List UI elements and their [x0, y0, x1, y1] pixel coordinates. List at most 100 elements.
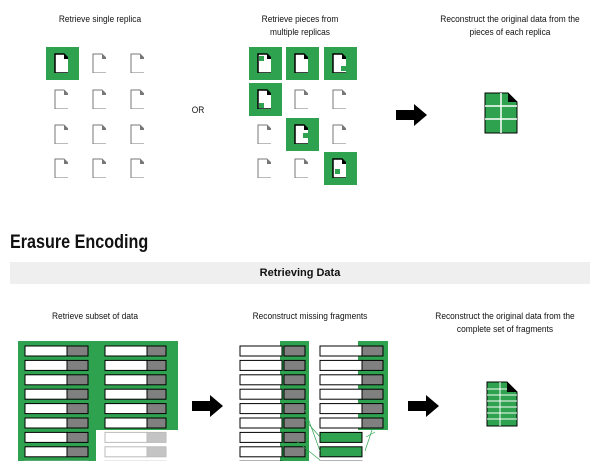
data-fragment: [319, 374, 363, 386]
parity-fragment: [146, 374, 167, 386]
parity-fragment: [146, 403, 167, 415]
file-icon: [294, 89, 308, 109]
parity-fragment: [283, 446, 306, 458]
parity-fragment: [283, 374, 306, 386]
parity-fragment: [146, 417, 167, 429]
data-fragment: [24, 446, 68, 458]
file-icon: [294, 158, 308, 178]
data-fragment: [24, 388, 68, 400]
parity-fragment: [283, 359, 306, 371]
file-icon: [332, 89, 346, 109]
file-icon: [130, 124, 144, 144]
parity-fragment: [146, 431, 167, 443]
data-fragment: [239, 359, 283, 371]
data-fragment: [24, 359, 68, 371]
file-icon: [92, 124, 106, 144]
parity-fragment: [361, 345, 384, 357]
section-title: Retrieving Data: [259, 267, 341, 279]
parity-fragment: [361, 388, 384, 400]
file-icon: [332, 53, 346, 73]
reconstructed-fragment: [319, 446, 363, 458]
section-bar: Retrieving Data: [10, 262, 590, 284]
file-icon: [294, 53, 308, 73]
data-fragment: [104, 446, 148, 458]
data-fragment: [24, 431, 68, 443]
reconstruction-link: [304, 419, 321, 438]
parity-fragment: [66, 374, 89, 386]
parity-fragment: [146, 388, 167, 400]
parity-fragment: [361, 374, 384, 386]
file-icon: [54, 89, 68, 109]
parity-fragment: [361, 359, 384, 371]
reconstruction-link: [365, 431, 376, 438]
reconstruction-link: [294, 439, 321, 461]
reconstructed-data-icon: [486, 381, 518, 427]
retrieved-subset-highlight: [18, 341, 178, 461]
parity-fragment: [66, 446, 89, 458]
file-icon: [257, 158, 271, 178]
reconstruct-replica-label: Reconstruct the original data from the p…: [440, 14, 580, 38]
parity-fragment: [146, 359, 167, 371]
reconstructed-document-icon: [484, 92, 518, 134]
pieces-label: Retrieve pieces from multiple replicas: [261, 14, 339, 38]
parity-fragment: [66, 345, 89, 357]
parity-highlight: [280, 341, 309, 461]
data-fragment: [239, 345, 283, 357]
or-label: OR: [191, 105, 205, 116]
parity-fragment: [283, 417, 306, 429]
reconstruction-link: [304, 409, 321, 452]
data-fragment: [104, 403, 148, 415]
data-fragment: [24, 403, 68, 415]
missing-label: Reconstruct missing fragments: [252, 311, 368, 322]
data-fragment: [239, 403, 283, 415]
data-fragment: [104, 431, 148, 443]
file-icon: [257, 53, 271, 73]
data-fragment: [319, 403, 363, 415]
parity-fragment: [283, 403, 306, 415]
data-fragment: [319, 417, 363, 429]
single-replica-label: Retrieve single replica: [58, 14, 142, 25]
erasure-encoding-heading: Erasure Encoding: [10, 232, 149, 253]
file-icon: [54, 53, 68, 73]
file-icon: [332, 158, 346, 178]
file-icon: [92, 158, 106, 178]
reconstructed-fragment: [319, 431, 363, 443]
data-fragment: [319, 359, 363, 371]
data-fragment: [239, 417, 283, 429]
parity-fragment: [66, 403, 89, 415]
data-fragment: [104, 359, 148, 371]
file-icon: [54, 158, 68, 178]
parity-fragment: [361, 417, 384, 429]
file-icon: [257, 89, 271, 109]
data-fragment: [239, 388, 283, 400]
data-fragment: [104, 374, 148, 386]
file-icon: [54, 124, 68, 144]
file-icon: [294, 124, 308, 144]
data-fragment: [239, 446, 283, 458]
data-fragment: [104, 345, 148, 357]
data-fragment: [104, 417, 148, 429]
subset-label: Retrieve subset of data: [52, 311, 138, 322]
data-fragment: [239, 374, 283, 386]
arrow-right-icon: [408, 395, 439, 417]
arrow-right-icon: [192, 395, 223, 417]
data-fragment: [24, 417, 68, 429]
file-icon: [130, 89, 144, 109]
reconstruction-link: [364, 429, 373, 452]
file-icon: [130, 53, 144, 73]
parity-fragment: [66, 417, 89, 429]
file-icon: [130, 158, 144, 178]
parity-fragment: [283, 388, 306, 400]
file-icon: [92, 53, 106, 73]
parity-fragment: [146, 446, 167, 458]
parity-fragment: [66, 388, 89, 400]
data-fragment: [24, 345, 68, 357]
file-icon: [92, 89, 106, 109]
parity-fragment: [66, 431, 89, 443]
parity-fragment: [283, 345, 306, 357]
parity-fragment: [66, 359, 89, 371]
arrow-right-icon: [396, 104, 427, 126]
data-fragment: [319, 345, 363, 357]
parity-fragment: [361, 403, 384, 415]
